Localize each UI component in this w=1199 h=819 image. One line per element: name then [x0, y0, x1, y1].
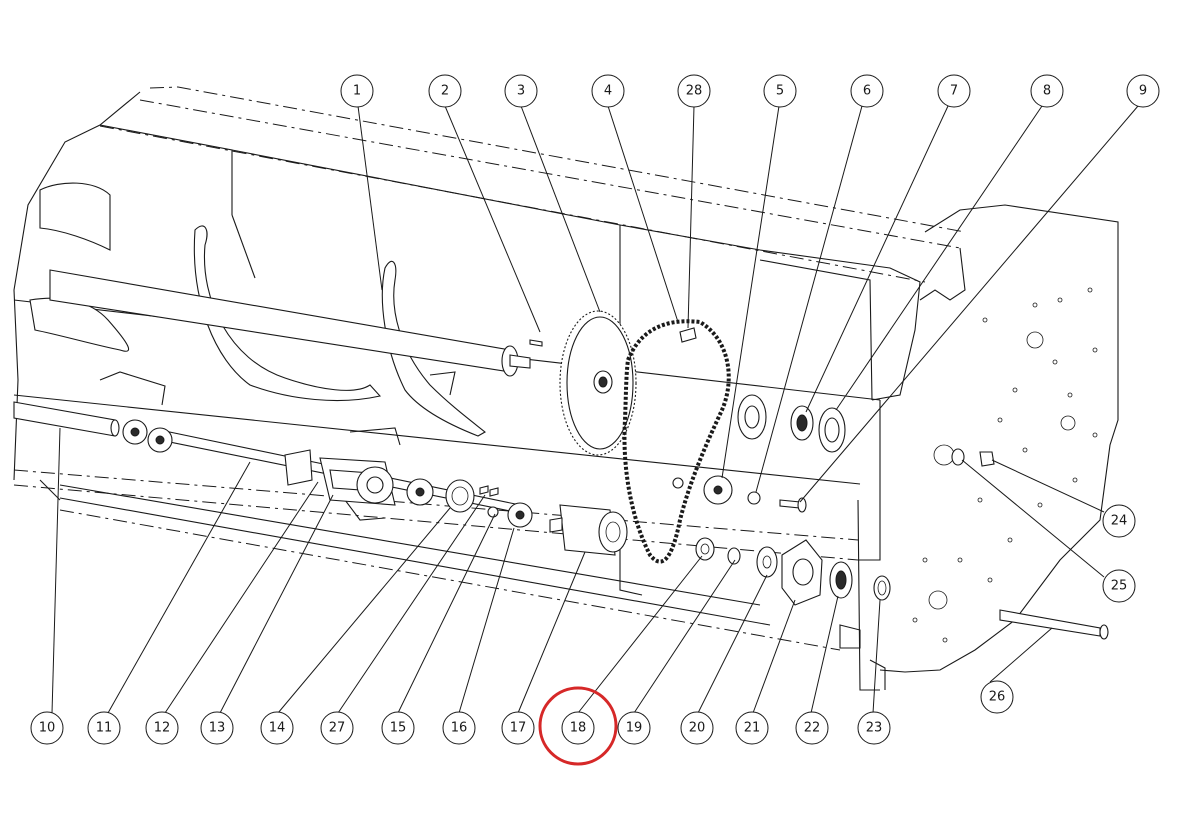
- callout-16: 16: [442, 711, 476, 745]
- lower-shaft: [13, 401, 628, 556]
- callout-2: 2: [428, 74, 462, 108]
- callout-label: 28: [686, 84, 703, 99]
- callout-label: 6: [863, 84, 871, 99]
- callout-label: 12: [154, 721, 171, 736]
- callout-22: 22: [795, 711, 829, 745]
- callout-label: 3: [517, 84, 525, 99]
- callout-label: 18: [570, 721, 587, 736]
- callout-11: 11: [87, 711, 121, 745]
- callout-label: 9: [1139, 84, 1147, 99]
- callout-26: 26: [980, 680, 1014, 714]
- callout-label: 2: [441, 84, 449, 99]
- callout-27: 27: [320, 711, 354, 745]
- callout-9: 9: [1126, 74, 1160, 108]
- auger-flighting: [29, 182, 531, 437]
- callout-28: 28: [677, 74, 711, 108]
- callout-label: 27: [329, 721, 346, 736]
- highlight-circle: [538, 686, 618, 766]
- callout-5: 5: [763, 74, 797, 108]
- callout-label: 25: [1111, 579, 1128, 594]
- callout-label: 20: [689, 721, 706, 736]
- callout-17: 17: [501, 711, 535, 745]
- callout-23: 23: [857, 711, 891, 745]
- auger-housing: [13, 86, 1119, 691]
- callout-6: 6: [850, 74, 884, 108]
- callout-label: 11: [96, 721, 113, 736]
- callout-label: 24: [1111, 514, 1128, 529]
- callout-8: 8: [1030, 74, 1064, 108]
- callout-14: 14: [260, 711, 294, 745]
- callout-10: 10: [30, 711, 64, 745]
- callout-label: 15: [390, 721, 407, 736]
- bearing-hardware: [695, 394, 1109, 640]
- callout-7: 7: [937, 74, 971, 108]
- callout-label: 26: [989, 690, 1006, 705]
- callout-label: 16: [451, 721, 468, 736]
- callout-24: 24: [1102, 504, 1136, 538]
- callout-1: 1: [340, 74, 374, 108]
- callout-label: 19: [626, 721, 643, 736]
- callout-3: 3: [504, 74, 538, 108]
- callout-label: 8: [1043, 84, 1051, 99]
- callout-label: 17: [510, 721, 527, 736]
- callout-label: 5: [776, 84, 784, 99]
- callout-21: 21: [735, 711, 769, 745]
- end-panel-holes: [912, 287, 1098, 643]
- callout-25: 25: [1102, 569, 1136, 603]
- callout-12: 12: [145, 711, 179, 745]
- callout-label: 7: [950, 84, 958, 99]
- callout-label: 23: [866, 721, 883, 736]
- drive-sprocket-assembly: [529, 310, 733, 564]
- callout-13: 13: [200, 711, 234, 745]
- callout-label: 14: [269, 721, 286, 736]
- callout-label: 22: [804, 721, 821, 736]
- callout-20: 20: [680, 711, 714, 745]
- callout-18: 18: [561, 711, 595, 745]
- callout-label: 21: [744, 721, 761, 736]
- callout-label: 10: [39, 721, 56, 736]
- callout-19: 19: [617, 711, 651, 745]
- callout-4: 4: [591, 74, 625, 108]
- callout-label: 13: [209, 721, 226, 736]
- callout-label: 4: [604, 84, 612, 99]
- callout-15: 15: [381, 711, 415, 745]
- leader-lines: [51, 105, 1139, 714]
- callout-label: 1: [353, 84, 361, 99]
